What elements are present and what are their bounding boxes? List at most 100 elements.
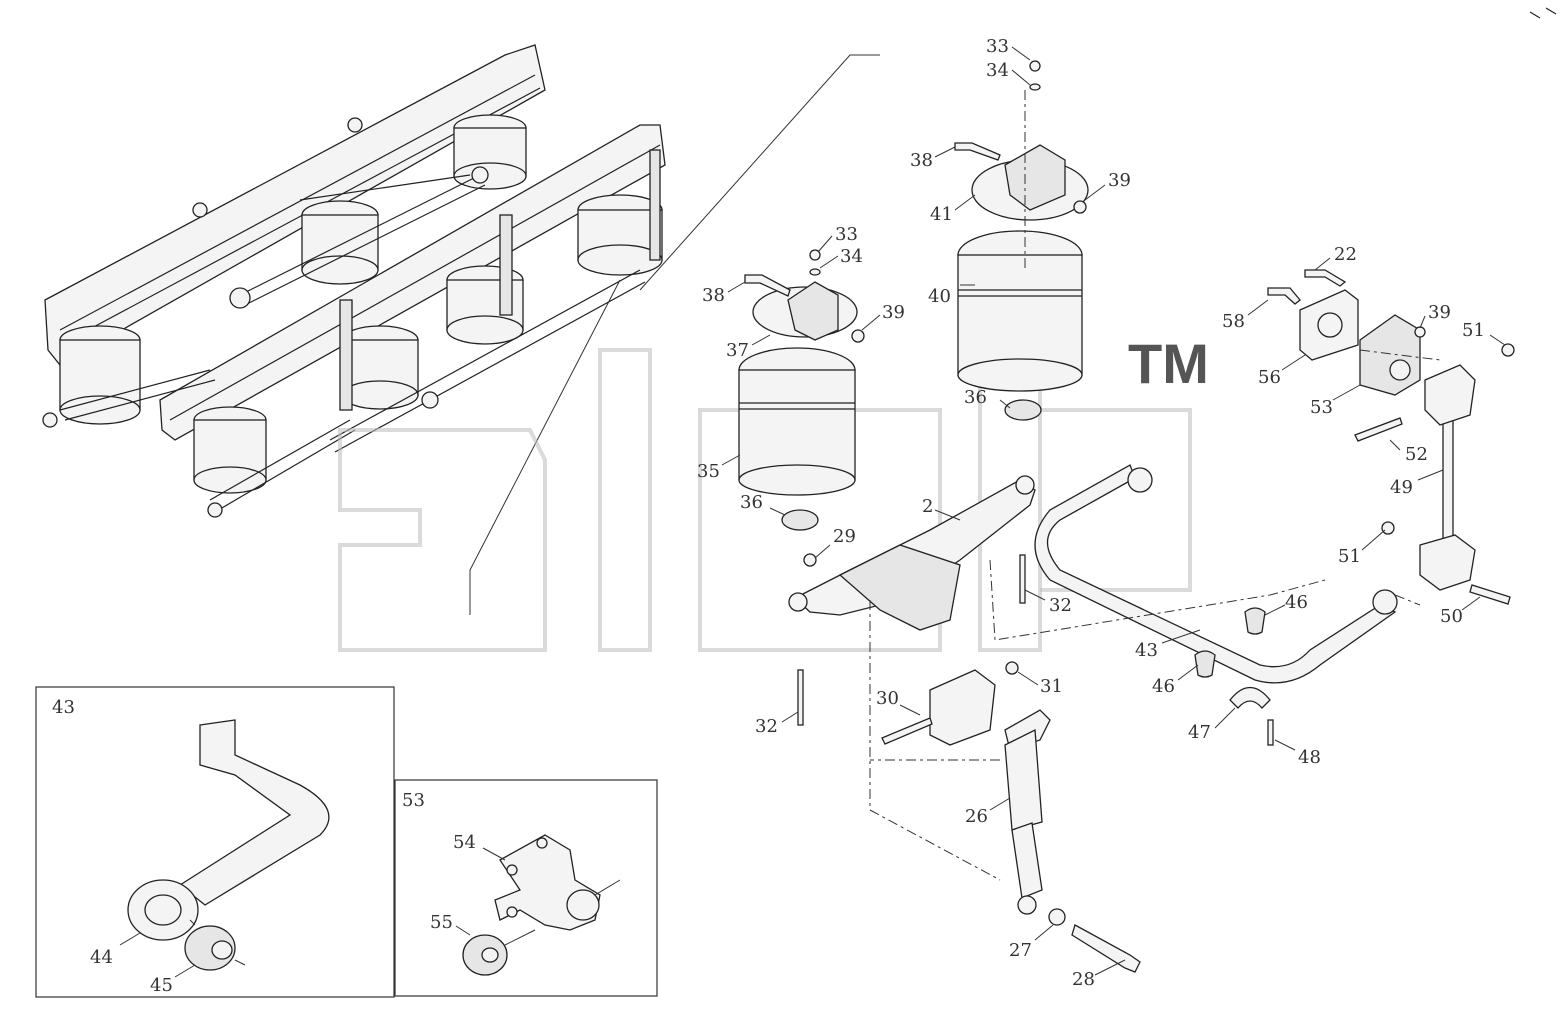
callout-38b: 38 [702, 285, 725, 306]
inset-43: 43 [35, 686, 395, 998]
bracket-lower [1419, 534, 1476, 591]
callout-51a: 51 [1462, 320, 1485, 341]
overview-assembly [42, 44, 880, 615]
nut-39c [1414, 326, 1426, 338]
callout-54: 54 [453, 832, 476, 853]
nut-29 [803, 553, 817, 567]
overview-linkages [42, 117, 661, 518]
assembly-centerlines [869, 349, 1441, 881]
inset-43-title: 43 [52, 697, 75, 718]
callout-47: 47 [1188, 722, 1211, 743]
callout-40: 40 [928, 286, 951, 307]
callout-leaders [721, 46, 1506, 976]
callout-48: 48 [1298, 747, 1321, 768]
overview-leader-1 [639, 54, 880, 291]
callout-36a: 36 [964, 387, 987, 408]
callout-39a: 39 [1108, 170, 1131, 191]
callout-41: 41 [930, 204, 953, 225]
air-spring-40-assembly [954, 60, 1089, 421]
washer-27 [1048, 908, 1066, 926]
callout-36b: 36 [740, 492, 763, 513]
bolt-30 [881, 717, 933, 745]
callout-44: 44 [90, 947, 113, 968]
bolt-22 [1304, 269, 1347, 287]
bolt-28 [1071, 924, 1141, 973]
callout-37: 37 [726, 340, 749, 361]
beam-2 [788, 475, 1036, 726]
frame-rail-upper [44, 44, 546, 366]
callout-2: 2 [922, 496, 933, 517]
shock-bracket [929, 669, 996, 746]
bumper-36b [781, 509, 819, 531]
overview-leader-2 [469, 279, 621, 615]
nut-31 [1005, 661, 1019, 675]
callout-39c: 39 [1428, 302, 1451, 323]
callout-34b: 34 [840, 246, 863, 267]
bracket-41 [1004, 144, 1066, 211]
clamp-47 [1229, 686, 1271, 709]
bushing-46a [1244, 607, 1266, 635]
inset-53-title: 53 [402, 790, 425, 811]
callout-49: 49 [1390, 477, 1413, 498]
bolt-38b [744, 274, 791, 297]
frame-rail-lower [159, 124, 666, 441]
bolt-50 [1469, 584, 1511, 605]
callout-39b: 39 [882, 302, 905, 323]
bushing-46b [1194, 650, 1216, 678]
watermark-logo: TM [338, 332, 1209, 652]
plate-56-bracket-53 [1267, 269, 1426, 396]
callout-28: 28 [1072, 969, 1095, 990]
callout-38a: 38 [910, 150, 933, 171]
callout-35: 35 [697, 461, 720, 482]
callout-34a: 34 [986, 60, 1009, 81]
callout-55: 55 [430, 912, 453, 933]
bolt-38 [954, 142, 1001, 161]
callout-53: 53 [1310, 397, 1333, 418]
callout-30: 30 [876, 688, 899, 709]
callout-32b: 32 [755, 716, 778, 737]
nut-39 [1073, 200, 1087, 214]
shock-26 [1004, 728, 1043, 831]
callout-31: 31 [1040, 676, 1063, 697]
callout-45: 45 [150, 975, 173, 996]
bolt-52 [1354, 417, 1403, 442]
callout-labels: 33 34 38 39 41 33 34 38 39 37 40 22 58 3… [90, 36, 1485, 996]
air-spring-40 [957, 254, 1083, 376]
nut-33 [1029, 60, 1041, 72]
nut-33b [809, 249, 821, 261]
shock-absorber-26-assembly [881, 661, 1141, 973]
bolt-58 [1267, 287, 1301, 305]
washer-34 [1029, 83, 1041, 91]
bolt-32 [797, 669, 804, 726]
bumper-36a [1004, 399, 1042, 421]
bracket-53 [1359, 314, 1421, 396]
bracket-37 [787, 281, 839, 341]
bolt-48 [1267, 719, 1274, 746]
callout-27: 27 [1009, 940, 1032, 961]
washer-34b [809, 268, 821, 276]
callout-56: 56 [1258, 367, 1281, 388]
callout-46b: 46 [1152, 676, 1175, 697]
callout-46a: 46 [1285, 592, 1308, 613]
corner-mark [1529, 7, 1557, 19]
callout-33b: 33 [835, 224, 858, 245]
callout-52: 52 [1405, 444, 1428, 465]
nut-51a [1501, 343, 1515, 357]
bracket-upper [1424, 364, 1476, 426]
callout-29: 29 [833, 526, 856, 547]
air-spring-35-assembly [738, 249, 865, 531]
inset-53: 53 [394, 779, 658, 997]
callout-58: 58 [1222, 311, 1245, 332]
callout-26: 26 [965, 806, 988, 827]
link-49-assembly [1354, 343, 1515, 605]
air-spring-35 [738, 369, 856, 481]
callout-32a: 32 [1049, 595, 1072, 616]
nut-39b [851, 329, 865, 343]
callout-22: 22 [1334, 244, 1357, 265]
callout-43a: 43 [1135, 640, 1158, 661]
callout-33a: 33 [986, 36, 1009, 57]
stabilizer-bar-43 [1034, 464, 1398, 746]
callout-50: 50 [1440, 606, 1463, 627]
